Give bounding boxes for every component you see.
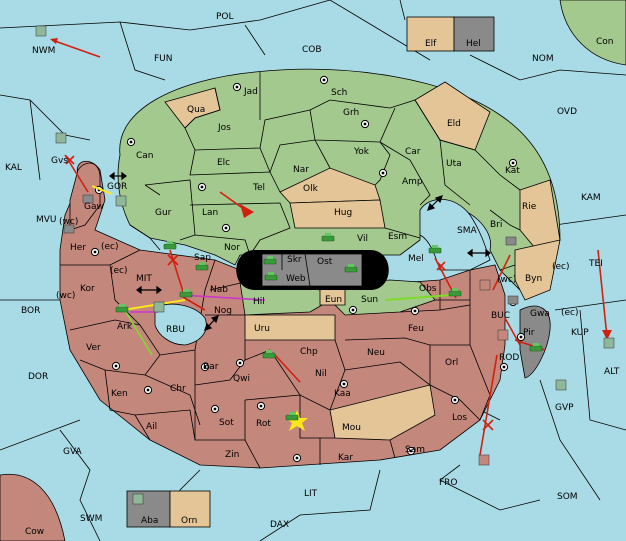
province-olk[interactable] — [279, 167, 381, 204]
supply-center — [339, 379, 349, 389]
supply-center — [256, 401, 266, 411]
legend-hel — [453, 16, 495, 52]
army-unit — [179, 289, 193, 298]
supply-center — [450, 395, 460, 405]
fleet-unit — [63, 224, 75, 234]
army-unit — [263, 256, 277, 265]
units — [35, 25, 615, 505]
province-pir[interactable] — [519, 305, 551, 379]
fleet-unit — [132, 493, 144, 505]
legend-elf — [406, 16, 455, 52]
supply-center — [210, 404, 220, 414]
supply-center — [111, 361, 121, 371]
dislodge-marker — [286, 410, 308, 431]
fleet-unit — [82, 194, 94, 204]
supply-center — [360, 119, 370, 129]
supply-center — [319, 75, 329, 85]
fleet-unit — [497, 329, 509, 341]
army-unit — [262, 350, 276, 359]
fleet-unit — [35, 25, 47, 37]
army-unit — [529, 343, 543, 352]
order-arrows — [50, 38, 612, 456]
supply-center — [143, 385, 153, 395]
supply-center — [406, 446, 416, 456]
fleet-unit — [505, 236, 517, 246]
north-borders — [129, 72, 521, 271]
fleet-unit — [603, 337, 615, 349]
province-mou[interactable] — [329, 384, 436, 441]
army-unit — [115, 304, 129, 313]
army-unit — [163, 241, 177, 250]
fleet-unit — [115, 195, 127, 207]
supply-center — [410, 306, 420, 316]
army-unit — [344, 264, 358, 273]
supply-center — [378, 168, 388, 178]
fleet-unit — [555, 379, 567, 391]
supply-center — [232, 82, 242, 92]
army-unit — [428, 245, 442, 254]
province-hug[interactable] — [289, 199, 386, 229]
army-unit — [195, 262, 209, 271]
fleet-unit — [507, 295, 519, 305]
south-borders — [60, 249, 491, 469]
supply-center — [292, 453, 302, 463]
army-unit — [264, 272, 278, 281]
supply-center — [235, 358, 245, 368]
supply-center — [197, 182, 207, 192]
supply-center — [126, 137, 136, 147]
army-unit — [285, 412, 299, 421]
web-ost-border — [304, 253, 311, 287]
fleet-unit — [55, 132, 67, 144]
supply-center — [508, 158, 518, 168]
fleet-unit — [478, 454, 490, 466]
supply-center — [348, 305, 358, 315]
supply-center — [221, 223, 231, 233]
lake-rbu — [154, 303, 207, 346]
province-byn[interactable] — [514, 239, 561, 301]
supply-center — [516, 332, 526, 342]
legend-orn — [169, 490, 211, 528]
fleet-unit — [479, 279, 491, 291]
province-web[interactable] — [261, 253, 363, 287]
convoy-indicators — [109, 171, 491, 331]
army-unit — [321, 233, 335, 242]
supply-center — [200, 362, 210, 372]
supply-center — [90, 247, 100, 257]
province-uru[interactable] — [244, 314, 336, 341]
army-unit — [448, 288, 462, 297]
fleet-unit — [153, 301, 165, 313]
supply-center — [499, 362, 509, 372]
